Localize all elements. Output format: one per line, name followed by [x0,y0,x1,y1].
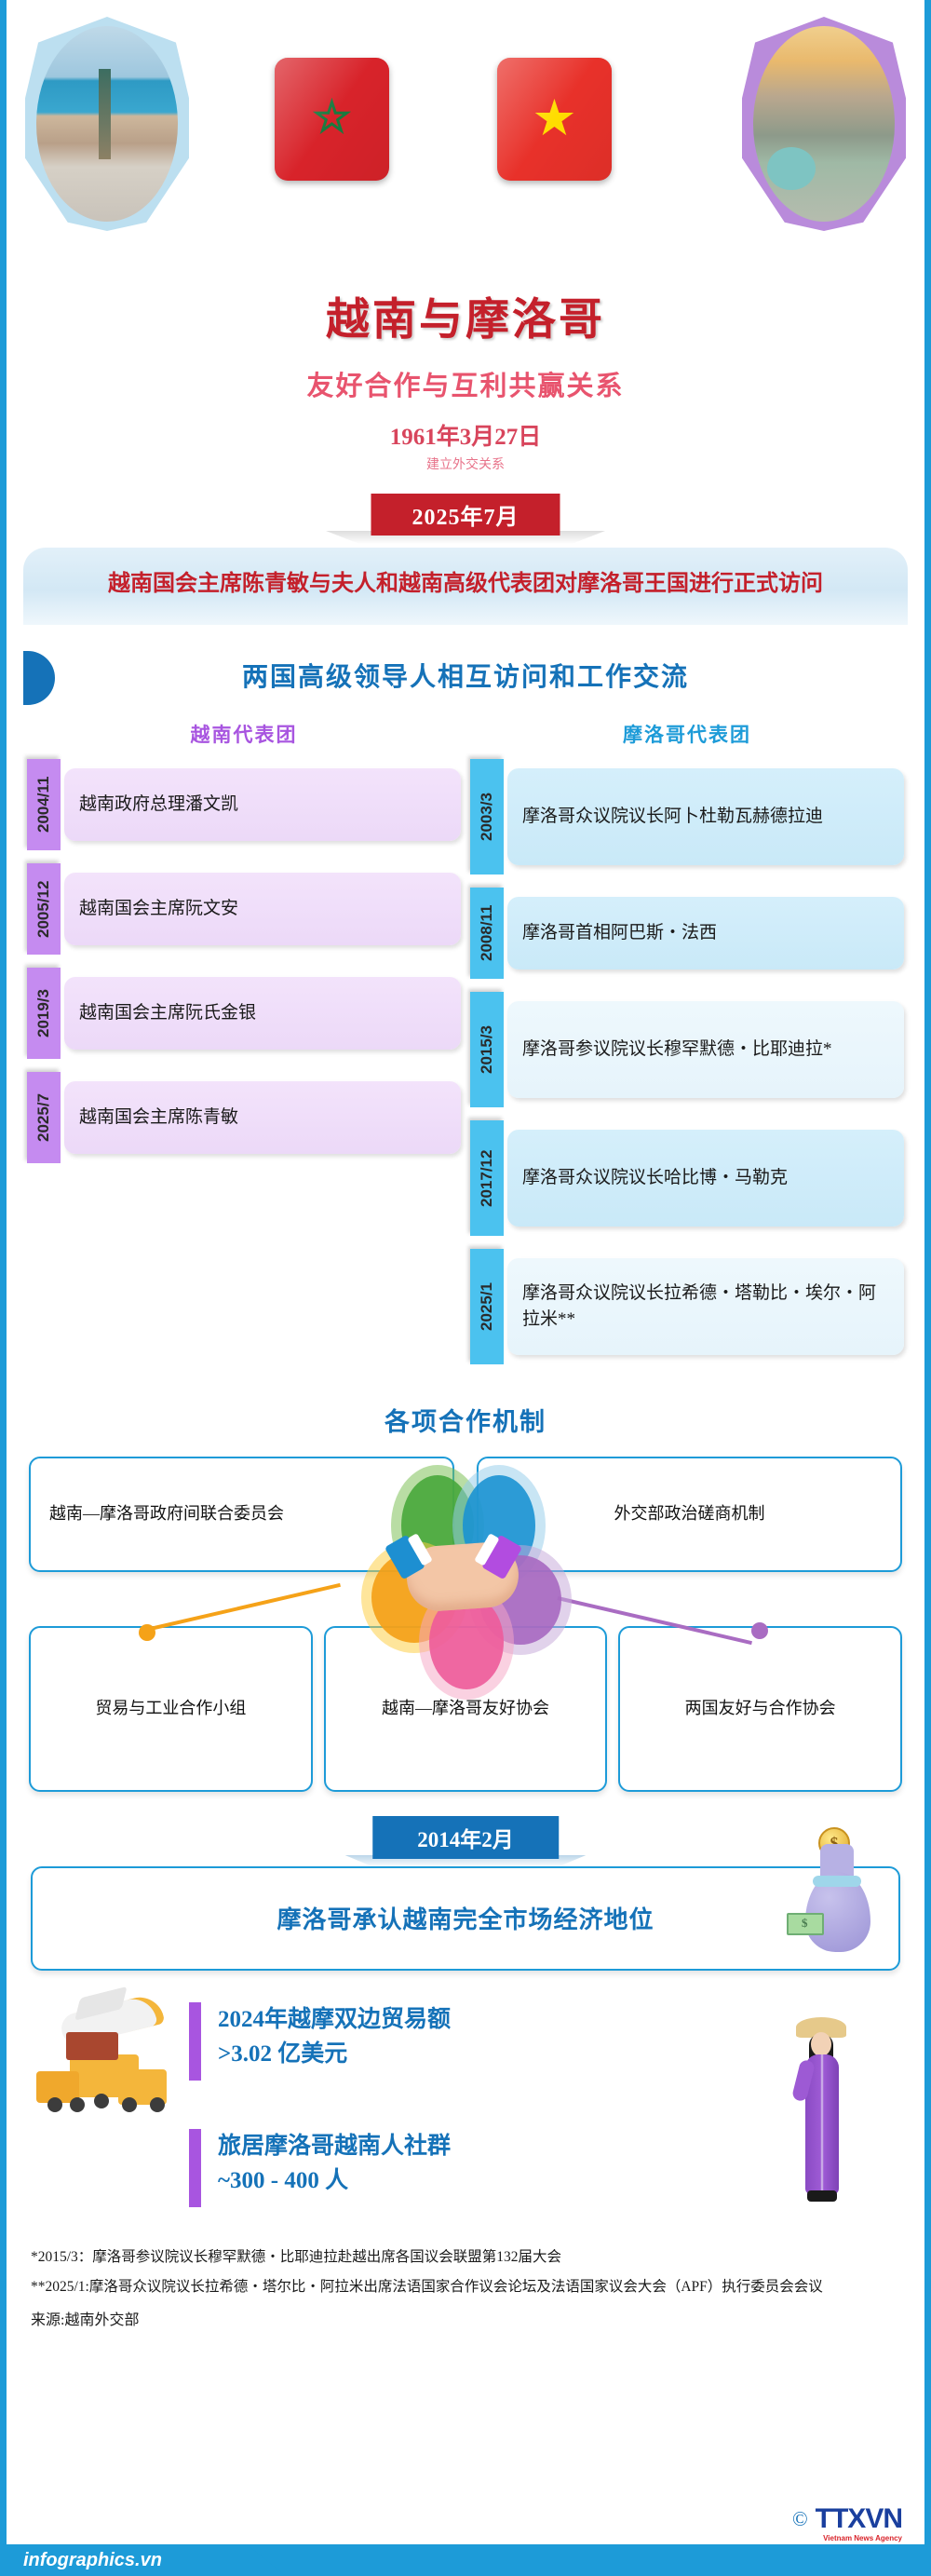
connector-dot-purple [751,1621,768,1639]
timeline-item[interactable]: 2004/11 越南政府总理潘文凯 [27,758,461,850]
handshake-petals-icon [349,1471,582,1704]
timeline-text: 越南政府总理潘文凯 [64,767,461,841]
morocco-column-title: 摩洛哥代表团 [623,723,751,746]
page-footer: © TTXVN Vietnam News Agency infographics… [7,2503,924,2576]
footnote-1: *2015/3：摩洛哥参议院议长穆罕默德・比耶迪拉赴越出席各国议会联盟第132届… [31,2248,562,2265]
ao-dai-woman-icon [787,2012,854,2207]
established-date: 1961年3月27日 [389,425,542,450]
timeline-text: 越南国会主席阮氏金银 [64,976,461,1050]
cargo-transport-icon [29,1991,178,2125]
connector-dot-orange [139,1623,155,1641]
timeline-text: 摩洛哥参议院议长穆罕默德・比耶迪拉* [507,1000,904,1098]
market-economy-box[interactable]: 摩洛哥承认越南完全市场经济地位 $ [31,1826,900,1971]
market-date-badge: 2014年2月 [372,1815,559,1859]
money-bag-icon: $ [787,1826,882,1956]
hanoi-photo [742,17,906,231]
timeline-text: 摩洛哥众议院议长阿卜杜勒瓦赫德拉迪 [507,767,904,865]
stat-value: >3.02 亿美元 [218,2041,348,2068]
timeline-date: 2019/3 [27,967,61,1059]
connector-line-orange [145,1582,341,1632]
hero-header: ★ ★ [7,0,924,279]
coop-box-cooperation-association[interactable]: 两国友好与合作协会 [618,1625,903,1792]
timeline-text: 越南国会主席阮文安 [64,872,461,945]
visit-banner: 越南国会主席陈青敏与夫人和越南高级代表团对摩洛哥王国进行正式访问 [23,548,908,625]
agency-subtitle: Vietnam News Agency [823,2534,902,2542]
coop-box-label: 越南—摩洛哥友好协会 [382,1699,549,1718]
visit-date-badge-wrap: 2025年7月 [7,494,924,544]
ttxvn-logo: © TTXVN [791,2503,903,2535]
morocco-flag: ★ [275,58,389,181]
footnote-2: **2025/1:摩洛哥众议院议长拉希德・塔尔比・阿拉米出席法语国家合作议会论坛… [31,2279,823,2296]
market-economy-text: 摩洛哥承认越南完全市场经济地位 [277,1906,654,1934]
coop-box-political-consultation[interactable]: 外交部政治磋商机制 [477,1456,902,1572]
visit-banner-text: 越南国会主席陈青敏与夫人和越南高级代表团对摩洛哥王国进行正式访问 [108,572,823,596]
page-title: 越南与摩洛哥 [326,296,605,345]
exchange-heading: 两国高级领导人相互访问和工作交流 [241,662,689,692]
casablanca-photo [25,17,189,231]
timeline-text: 越南国会主席陈青敏 [64,1080,461,1154]
timeline-date: 2015/3 [470,991,504,1107]
timeline-text: 摩洛哥众议院议长哈比博・马勒克 [507,1129,904,1227]
stat-label: 旅居摩洛哥越南人社群 [218,2133,452,2159]
visit-date-badge: 2025年7月 [371,494,560,536]
market-date-badge-wrap: 2014年2月 [7,1815,924,1867]
timeline-item[interactable]: 2003/3 摩洛哥众议院议长阿卜杜勒瓦赫德拉迪 [470,758,904,874]
timeline-date: 2003/3 [470,758,504,874]
stat-community-size: 旅居摩洛哥越南人社群 ~300 - 400 人 [189,2128,452,2207]
coop-box-label: 越南—摩洛哥政府间联合委员会 [49,1504,284,1524]
vietnam-column: 越南代表团 2004/11 越南政府总理潘文凯 2005/12 越南国会主席阮文… [27,720,461,1377]
timeline-text: 摩洛哥首相阿巴斯・法西 [507,896,904,969]
delegation-columns: 越南代表团 2004/11 越南政府总理潘文凯 2005/12 越南国会主席阮文… [7,720,924,1377]
stat-accent-bar [189,2001,201,2081]
timeline-date: 2017/12 [470,1119,504,1236]
coop-box-label: 外交部政治磋商机制 [614,1504,765,1524]
cooperation-diagram: 越南—摩洛哥政府间联合委员会 外交部政治磋商机制 贸易与工业合作小组 越南—摩洛… [7,1456,924,1792]
statistics-section: 2024年越摩双边贸易额 >3.02 亿美元 旅居摩洛哥越南人社群 ~300 -… [7,1991,924,2237]
coop-box-label: 两国友好与合作协会 [684,1699,836,1718]
timeline-item[interactable]: 2025/7 越南国会主席陈青敏 [27,1071,461,1163]
exchange-section-header: 两国高级领导人相互访问和工作交流 [7,650,924,705]
site-url: infographics.vn [7,2544,286,2576]
morocco-column: 摩洛哥代表团 2003/3 摩洛哥众议院议长阿卜杜勒瓦赫德拉迪 2008/11 … [470,720,904,1377]
timeline-date: 2008/11 [470,887,504,979]
timeline-date: 2004/11 [27,758,61,850]
page-subtitle: 友好合作与互利共赢关系 [306,372,625,401]
agency-name: TTXVN [815,2503,903,2534]
vietnam-column-title: 越南代表团 [190,723,298,746]
stat-value: ~300 - 400 人 [218,2168,349,2194]
timeline-date: 2005/12 [27,862,61,955]
stat-accent-bar [189,2128,201,2207]
timeline-item[interactable]: 2015/3 摩洛哥参议院议长穆罕默德・比耶迪拉* [470,991,904,1107]
timeline-item[interactable]: 2025/1 摩洛哥众议院议长拉希德・塔勒比・埃尔・阿拉米** [470,1248,904,1364]
established-label: 建立外交关系 [426,458,505,472]
coop-box-joint-committee[interactable]: 越南—摩洛哥政府间联合委员会 [29,1456,454,1572]
coop-box-label: 贸易与工业合作小组 [95,1699,247,1718]
timeline-date: 2025/1 [470,1248,504,1364]
stat-trade-volume: 2024年越摩双边贸易额 >3.02 亿美元 [189,2001,452,2081]
timeline-date: 2025/7 [27,1071,61,1163]
timeline-item[interactable]: 2019/3 越南国会主席阮氏金银 [27,967,461,1059]
stat-label: 2024年越摩双边贸易额 [218,2006,452,2032]
coop-box-trade-industry[interactable]: 贸易与工业合作小组 [29,1625,313,1792]
timeline-text: 摩洛哥众议院议长拉希德・塔勒比・埃尔・阿拉米** [507,1257,904,1355]
source-line: 来源:越南外交部 [31,2312,140,2328]
timeline-item[interactable]: 2008/11 摩洛哥首相阿巴斯・法西 [470,887,904,979]
copyright-symbol: © [791,2507,808,2530]
vietnam-flag: ★ [497,58,612,181]
timeline-item[interactable]: 2017/12 摩洛哥众议院议长哈比博・马勒克 [470,1119,904,1236]
timeline-item[interactable]: 2005/12 越南国会主席阮文安 [27,862,461,955]
footnotes: *2015/3：摩洛哥参议院议长穆罕默德・比耶迪拉赴越出席各国议会联盟第132届… [7,2246,924,2329]
cooperation-heading: 各项合作机制 [385,1407,546,1436]
